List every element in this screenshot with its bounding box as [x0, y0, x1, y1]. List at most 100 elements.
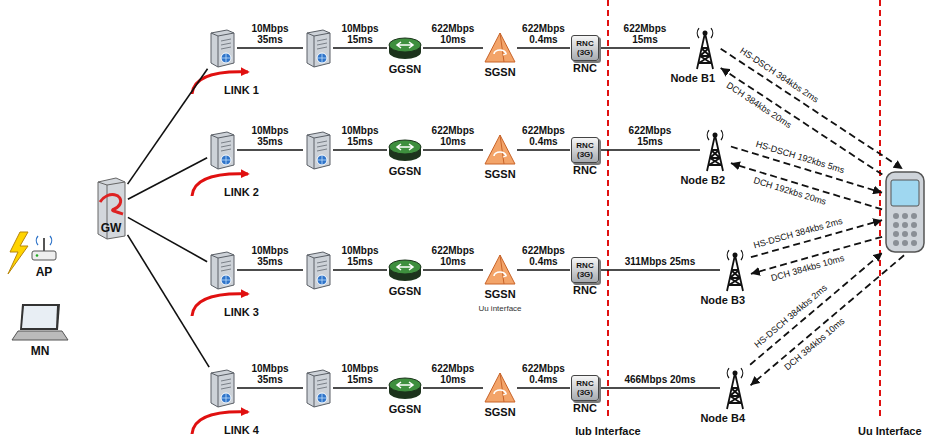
- icon-graphic: [304, 250, 332, 290]
- link-label: DCH 384kbs 10ms: [769, 252, 847, 284]
- icon-part: [727, 368, 743, 378]
- icon-graphic: [484, 372, 516, 404]
- icon-part: [211, 370, 234, 407]
- icon-part: [317, 155, 327, 165]
- icon-part: [893, 231, 899, 237]
- icon-part: [317, 379, 327, 389]
- node-text: RNC (3G): [574, 39, 596, 57]
- icon-part: [221, 155, 231, 165]
- icon-part: [485, 255, 515, 284]
- link-line: [237, 47, 303, 49]
- icon-part: [902, 213, 908, 219]
- link-label: 10Mbps 35ms: [245, 23, 295, 45]
- sgsn-icon: SGSN: [484, 372, 516, 404]
- link-line: [517, 269, 570, 271]
- icon-part: [503, 391, 506, 395]
- gateway-icon: GW: [95, 176, 127, 240]
- node-text: GW: [95, 221, 127, 235]
- icon-part: [485, 373, 515, 402]
- link-label: 622Mbps 0.4ms: [519, 125, 569, 147]
- sgsn-icon: SGSN: [484, 32, 516, 64]
- icon-part: [12, 331, 68, 340]
- icon-part: [500, 135, 504, 164]
- link-label: 622Mbps 15ms: [620, 23, 670, 45]
- access-point: AP: [29, 233, 59, 263]
- link-label: 10Mbps 35ms: [245, 363, 295, 385]
- icon-part: [500, 373, 504, 402]
- link-line: [423, 387, 483, 389]
- server-icon: [304, 130, 332, 170]
- link-label: 466Mbps 20ms: [622, 374, 697, 385]
- node-b-tower: Node B2: [701, 128, 729, 172]
- icon-part: [317, 393, 327, 403]
- icon-part: [494, 152, 506, 156]
- icon-part: [100, 195, 123, 214]
- node-label: GGSN: [389, 285, 421, 298]
- node-label: GGSN: [389, 403, 421, 416]
- node-label: Node B4: [700, 412, 745, 425]
- icon-part: [307, 370, 330, 407]
- annotation-label: LINK 3: [224, 306, 259, 319]
- icon-part: [893, 222, 899, 228]
- icon-part: [902, 240, 908, 246]
- icon-part: [494, 50, 506, 54]
- icon-part: [307, 255, 330, 289]
- node-b-tower: Node B4: [721, 366, 749, 410]
- link-line: [423, 47, 483, 49]
- server-icon: [304, 28, 332, 68]
- icon-part: [397, 264, 413, 270]
- node-label: SGSN: [484, 406, 515, 419]
- icon-part: [902, 231, 908, 237]
- link-label: DCH 384kbs 10ms: [781, 315, 847, 374]
- icon-part: [485, 135, 515, 164]
- link-label: DCH 384kbs 20ms: [724, 79, 795, 131]
- icon-graphic: [208, 250, 236, 290]
- link-label: 10Mbps 15ms: [335, 23, 385, 45]
- icon-part: [902, 222, 908, 228]
- rnc-box: RNC (3G)RNC: [571, 35, 599, 61]
- icon-graphic: [388, 257, 422, 283]
- annotation-label: LINK 1: [224, 84, 259, 97]
- link-label: 622Mbps 10ms: [428, 363, 478, 385]
- laptop-icon: MN: [10, 302, 70, 342]
- node-label: AP: [36, 265, 53, 279]
- icon-graphic: [10, 302, 70, 342]
- icon-part: [500, 33, 504, 62]
- link-label: 10Mbps 15ms: [335, 125, 385, 147]
- icon-part: [307, 33, 330, 67]
- link-line: [237, 149, 303, 151]
- icon-graphic: [304, 368, 332, 408]
- ggsn-router: GGSN: [388, 257, 422, 283]
- link-label: 311Mbps 25ms: [623, 256, 698, 267]
- icon-part: [221, 39, 231, 49]
- link-label: 622Mbps 15ms: [625, 125, 675, 147]
- node-label: Node B1: [670, 72, 715, 85]
- icon-graphic: [691, 26, 719, 70]
- icon-part: [211, 33, 234, 67]
- icon-graphic: [721, 248, 749, 292]
- node-label: GGSN: [389, 63, 421, 76]
- icon-part: [317, 261, 327, 271]
- icon-part: [317, 141, 327, 151]
- icon-part: [317, 275, 327, 285]
- icon-part: [911, 231, 917, 237]
- icon-part: [307, 373, 330, 407]
- ggsn-router: GGSN: [388, 35, 422, 61]
- icon-graphic: [388, 35, 422, 61]
- link-line: [128, 69, 208, 184]
- annotation-label: Uu Interface: [858, 425, 922, 438]
- icon-part: [32, 251, 56, 260]
- icon-part: [211, 132, 234, 169]
- icon-part: [221, 379, 231, 389]
- link-label: 10Mbps 35ms: [245, 245, 295, 267]
- icon-graphic: [208, 28, 236, 68]
- sgsn-icon: SGSN: [484, 254, 516, 286]
- icon-part: [893, 213, 899, 219]
- link-label: 10Mbps 15ms: [335, 245, 385, 267]
- icon-part: [485, 33, 515, 62]
- node-label: SGSN: [484, 288, 515, 301]
- icon-part: [389, 38, 421, 52]
- link-line: [600, 387, 720, 389]
- link-label: 622Mbps 0.4ms: [519, 363, 569, 385]
